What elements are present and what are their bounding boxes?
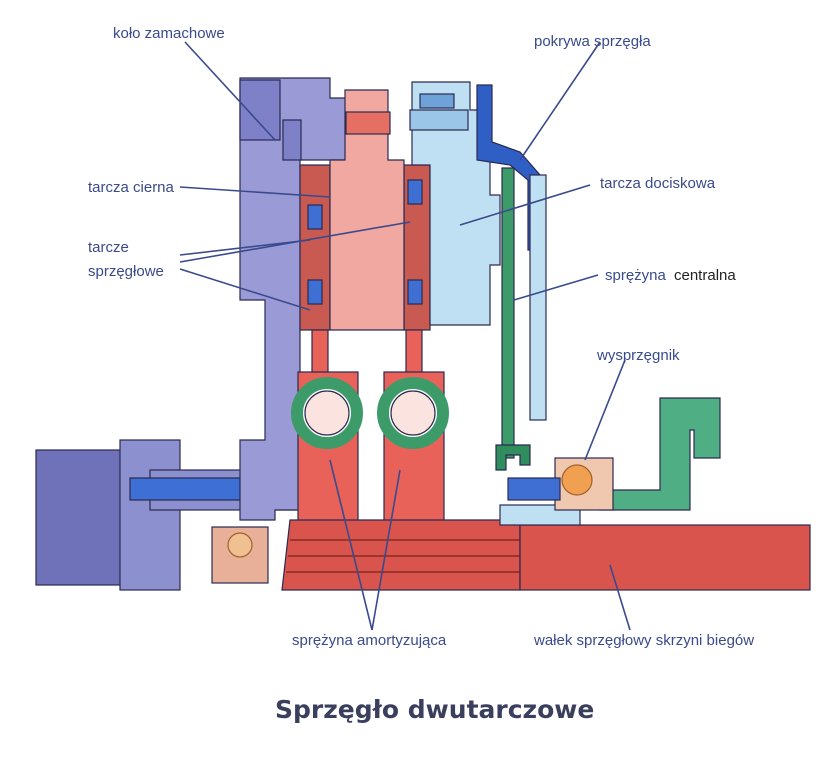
splined-hub [281,519,521,591]
central-spring [495,167,531,471]
release-bearing [507,397,721,511]
labels: koło zamachowe pokrywa sprzęgła tarcza c… [88,25,754,724]
clutch-hubs [291,329,449,533]
label-release-bearing: wysprzęgnik [596,347,680,364]
label-pressure-plate: tarcza dociskowa [600,175,716,192]
label-damper-spring: sprężyna amortyzująca [292,632,447,649]
label-clutch-discs-line1: tarcze [88,239,129,256]
pilot-bearing [211,526,269,584]
label-central-spring-b: centralna [674,267,736,284]
input-shaft [499,504,811,591]
label-flywheel: koło zamachowe [113,25,225,42]
label-central-spring-a: sprężyna [605,267,667,284]
intermediate-plate [329,89,405,331]
clutch-cover [476,84,547,421]
label-clutch-cover: pokrywa sprzęgła [534,33,651,50]
label-input-shaft: wałek sprzęgłowy skrzyni biegów [533,632,754,649]
label-friction-disc: tarcza cierna [88,179,175,196]
leader-lines [179,41,631,631]
diagram-title: Sprzęgło dwutarczowe [275,695,594,724]
label-clutch-discs-line2: sprzęgłowe [88,263,164,280]
